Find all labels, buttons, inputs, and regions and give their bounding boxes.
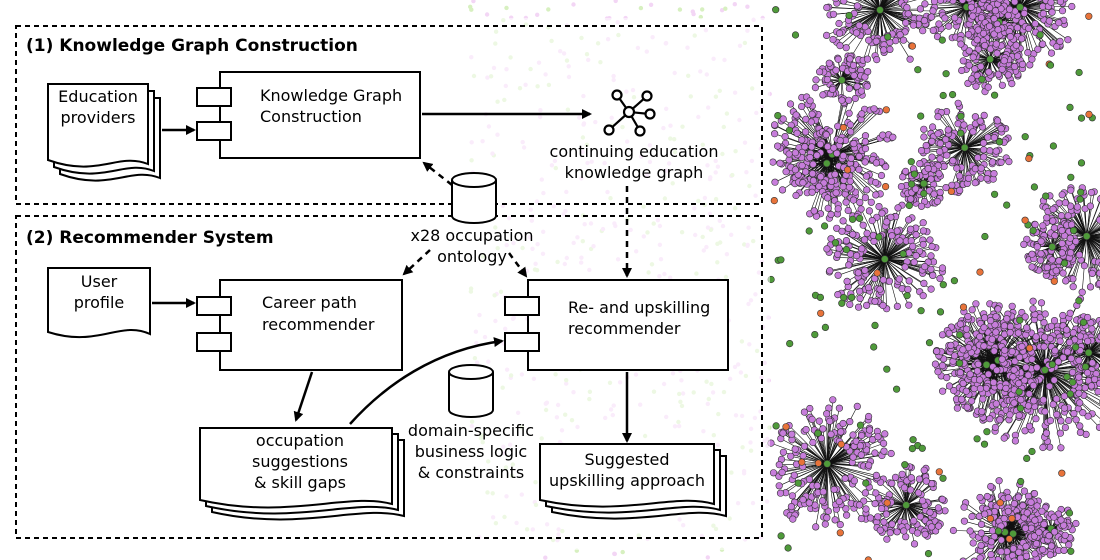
occupation-suggestions-document: occupation suggestions & skill gaps [199, 427, 405, 521]
career-path-line-1: Career path [262, 293, 357, 312]
upskilling-line-1: Re- and upskilling [568, 298, 710, 317]
education-providers-line-2: providers [61, 108, 136, 127]
occupation-suggestions-line-1: occupation [256, 431, 344, 450]
suggested-approach-line-1: Suggested [584, 450, 669, 469]
ontology-database-icon [451, 172, 497, 224]
career-path-line-2: recommender [262, 315, 375, 334]
knowledge-graph-icon [603, 89, 656, 137]
upskilling-line-2: recommender [568, 319, 681, 338]
business-logic-line-1: domain-specific [408, 421, 534, 440]
occupation-suggestions-line-2: suggestions [252, 452, 348, 471]
ontology-line-1: x28 occupation [410, 226, 533, 245]
occupation-suggestions-line-3: & skill gaps [254, 473, 346, 492]
education-providers-line-1: Education [58, 87, 138, 106]
user-profile-line-1: User [81, 272, 118, 291]
kg-output-line-2: knowledge graph [565, 163, 704, 182]
arrow-ontology-to-upskilling [507, 252, 528, 278]
kg-output-line-1: continuing education [550, 142, 719, 161]
kg-construction-component: Knowledge Graph Construction [196, 71, 421, 159]
suggested-approach-document: Suggested upskilling approach [539, 443, 727, 520]
user-profile-line-2: profile [74, 293, 125, 312]
career-path-recommender-component: Career path recommender [196, 279, 403, 371]
kg-construction-line-1: Knowledge Graph [260, 86, 402, 105]
user-profile-document: User profile [47, 267, 151, 339]
kg-section-title: (1) Knowledge Graph Construction [26, 36, 358, 56]
arrow-career-to-suggestions [293, 371, 314, 422]
kg-construction-line-2: Construction [260, 107, 362, 126]
business-logic-line-2: business logic [415, 442, 527, 461]
education-providers-document: Education providers [47, 83, 161, 182]
business-logic-database-icon [448, 364, 494, 418]
arrow-ontology-to-kg [422, 161, 453, 186]
upskilling-recommender-component: Re- and upskilling recommender [504, 279, 729, 371]
arrow-suggestions-to-upskilling [349, 337, 504, 425]
ontology-line-2: ontology [437, 247, 507, 266]
recommender-section-frame [15, 215, 763, 539]
kg-section-frame [15, 25, 763, 205]
suggested-approach-line-2: upskilling approach [549, 471, 705, 490]
arrow-ontology-to-career [402, 249, 431, 276]
recommender-section-title: (2) Recommender System [26, 228, 274, 248]
business-logic-line-3: & constraints [418, 463, 524, 482]
